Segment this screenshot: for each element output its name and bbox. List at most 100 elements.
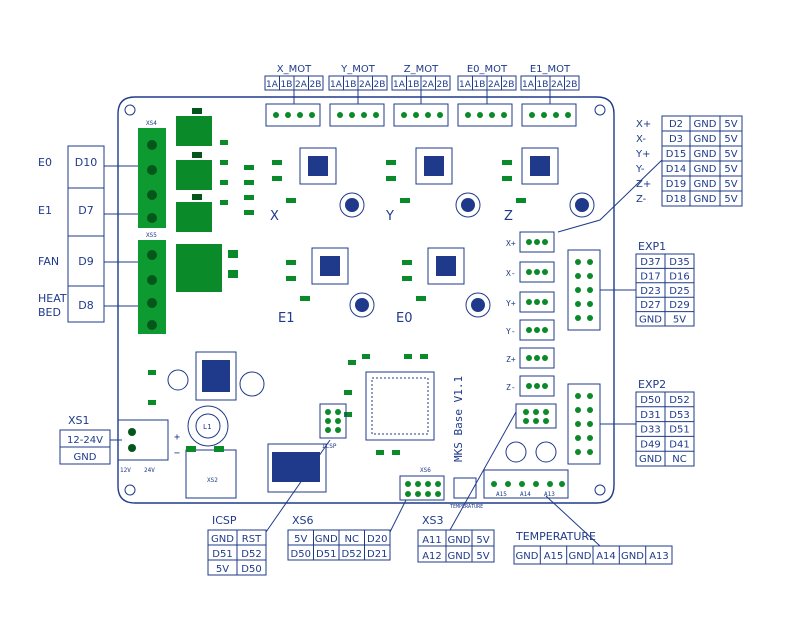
driver-label-e1: E1 bbox=[278, 311, 295, 326]
temperature-header: A15 A14 A13 TEMPERATURE bbox=[450, 469, 569, 510]
motor-x-pin-2a: 2A bbox=[295, 80, 308, 90]
xs3-cell: 5V bbox=[476, 551, 489, 562]
silk-a15: A15 bbox=[496, 491, 507, 498]
exp1-cell: D29 bbox=[669, 300, 689, 311]
silk-x-plus: X+ bbox=[506, 239, 516, 248]
icsp-header: ICSP bbox=[319, 403, 347, 450]
temperature-cell: A14 bbox=[596, 551, 616, 562]
exp2-cell: D53 bbox=[669, 410, 689, 421]
exp1-cell: D16 bbox=[669, 271, 689, 282]
temperature-cell: GND bbox=[516, 551, 539, 562]
exp2-table: EXP2 D50 D52 D31 D53 D33 D51 D49 D41 GND… bbox=[600, 378, 695, 467]
icsp-cell: D51 bbox=[212, 549, 232, 560]
left-output-label-e0: E0 bbox=[38, 156, 52, 169]
temperature-cell: A15 bbox=[544, 551, 564, 562]
xs6-cell: NC bbox=[345, 534, 359, 545]
silk-z-plus: Z+ bbox=[506, 355, 516, 364]
xs6-cell: D51 bbox=[316, 549, 336, 560]
endstop-cell: D19 bbox=[666, 179, 686, 190]
xs1-table: XS1 12-24V GND bbox=[59, 414, 122, 465]
exp1-cell: D37 bbox=[640, 257, 660, 268]
motor-e0-pin-2a: 2A bbox=[488, 80, 501, 90]
icsp-cell: D52 bbox=[241, 549, 261, 560]
motor-y-pin-2b: 2B bbox=[374, 80, 386, 90]
endstop-cell: D2 bbox=[669, 119, 683, 130]
motor-e0-header: E0_MOT 1A 1B 2A 2B bbox=[457, 64, 517, 104]
silk-y-minus: Y- bbox=[506, 327, 516, 336]
exp1-cell: 5V bbox=[673, 315, 686, 326]
silk-z-minus: Z- bbox=[506, 383, 516, 392]
silk-xs6: XS6 bbox=[420, 467, 431, 474]
motor-e1-pin-2b: 2B bbox=[566, 80, 578, 90]
motor-y-title: Y_MOT bbox=[340, 64, 376, 75]
driver-label-y: Y bbox=[385, 209, 394, 224]
exp2-cell: D50 bbox=[640, 395, 660, 406]
xs6-cell: D52 bbox=[342, 549, 362, 560]
xs6-cell: GND bbox=[315, 534, 338, 545]
motor-x-title: X_MOT bbox=[277, 64, 312, 75]
motor-z-header: Z_MOT 1A 1B 2A 2B bbox=[391, 64, 451, 104]
endstop-cell: GND bbox=[694, 119, 717, 130]
endstop-cell: GND bbox=[694, 134, 717, 145]
xs3-cell: 5V bbox=[476, 535, 489, 546]
motor-e1-pin-2a: 2A bbox=[551, 80, 564, 90]
motor-z-pin-2a: 2A bbox=[422, 80, 435, 90]
exp2-cell: GND bbox=[639, 454, 662, 465]
driver-label-z: Z bbox=[504, 209, 513, 224]
xs6-table: XS6 5V GND NC D20 D50 D51 D52 D21 bbox=[287, 499, 407, 561]
endstop-cell: 5V bbox=[724, 164, 737, 175]
temperature-table: TEMPERATURE GND A15 GND A14 GND A13 bbox=[513, 495, 673, 565]
exp2-cell: D41 bbox=[669, 439, 689, 450]
xs3-header bbox=[505, 403, 557, 463]
icsp-title: ICSP bbox=[212, 514, 237, 527]
exp1-table: EXP1 D37 D35 D17 D16 D23 D25 D27 D29 GND… bbox=[600, 240, 695, 327]
endstop-cell: GND bbox=[694, 194, 717, 205]
endstop-label-y-plus: Y+ bbox=[635, 149, 651, 160]
temperature-cell: GND bbox=[569, 551, 592, 562]
exp2-cell: D31 bbox=[640, 410, 660, 421]
left-output-pin-d8: D8 bbox=[78, 299, 93, 312]
endstop-label-x-plus: X+ bbox=[636, 119, 651, 130]
temperature-title: TEMPERATURE bbox=[515, 530, 596, 543]
endstop-cell: 5V bbox=[724, 134, 737, 145]
exp2-cell: D33 bbox=[640, 425, 660, 436]
small-components-left bbox=[220, 140, 254, 215]
xs3-cell: A12 bbox=[422, 551, 442, 562]
motor-y-pin-2a: 2A bbox=[359, 80, 372, 90]
xs3-table: XS3 A11 GND 5V A12 GND 5V bbox=[417, 411, 517, 563]
endstop-cell: 5V bbox=[724, 149, 737, 160]
endstop-label-x-minus: X- bbox=[636, 134, 646, 145]
exp2-cell: D49 bbox=[640, 439, 660, 450]
motor-e0-pin-1a: 1A bbox=[459, 80, 472, 90]
endstop-cell: D15 bbox=[666, 149, 686, 160]
xs3-cell: GND bbox=[448, 535, 471, 546]
motor-e1-pin-1a: 1A bbox=[522, 80, 535, 90]
endstop-cell: GND bbox=[694, 164, 717, 175]
driver-label-x: X bbox=[270, 209, 279, 224]
exp-connectors-board bbox=[567, 249, 601, 465]
power-output-terminals: XS4 XS5 bbox=[138, 120, 166, 334]
motor-x-header: X_MOT 1A 1B 2A 2B bbox=[264, 64, 324, 104]
silk-icsp: ICSP bbox=[322, 443, 337, 450]
motor-z-pin-1a: 1A bbox=[393, 80, 406, 90]
icsp-cell: GND bbox=[211, 534, 234, 545]
motor-y-header: Y_MOT 1A 1B 2A 2B bbox=[328, 64, 388, 104]
xs1-cell-gnd: GND bbox=[74, 452, 97, 463]
silk-l1: L1 bbox=[203, 423, 211, 431]
motor-e1-title: E1_MOT bbox=[530, 64, 571, 75]
mount-hole-bottom-right bbox=[594, 484, 606, 496]
exp1-cell: D17 bbox=[640, 271, 660, 282]
exp1-cell: GND bbox=[639, 315, 662, 326]
exp1-cell: D23 bbox=[640, 286, 660, 297]
left-output-label-e1: E1 bbox=[38, 204, 52, 217]
endstop-cell: D18 bbox=[666, 194, 686, 205]
exp2-cell: D52 bbox=[669, 395, 689, 406]
icsp-cell: D50 bbox=[241, 564, 261, 575]
endstop-cell: 5V bbox=[724, 119, 737, 130]
xs6-cell: D20 bbox=[367, 534, 387, 545]
endstop-cell: 5V bbox=[724, 179, 737, 190]
mosfets bbox=[176, 108, 238, 292]
